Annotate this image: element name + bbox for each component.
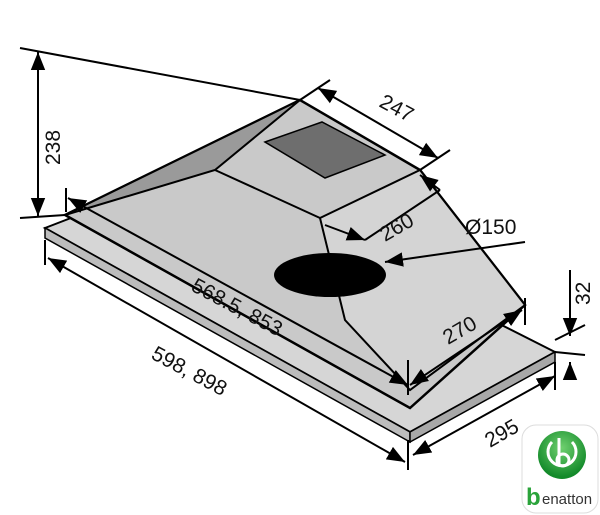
outlet-opening [274, 253, 386, 297]
dim-outlet-diameter: Ø150 [465, 216, 516, 239]
dim-plate-height: 32 [572, 282, 595, 305]
svg-text:b: b [526, 484, 541, 511]
svg-text:enatton: enatton [542, 491, 592, 508]
hood-side-left [64, 99, 301, 216]
dimension-lines [19, 47, 586, 470]
dim-top-depth: 247 [376, 90, 418, 127]
dim-outer-depth: 295 [481, 415, 523, 452]
dim-height-total: 238 [42, 130, 65, 165]
dim-outer-width: 598, 898 [148, 342, 231, 401]
benatton-logo: b enatton [521, 424, 599, 514]
